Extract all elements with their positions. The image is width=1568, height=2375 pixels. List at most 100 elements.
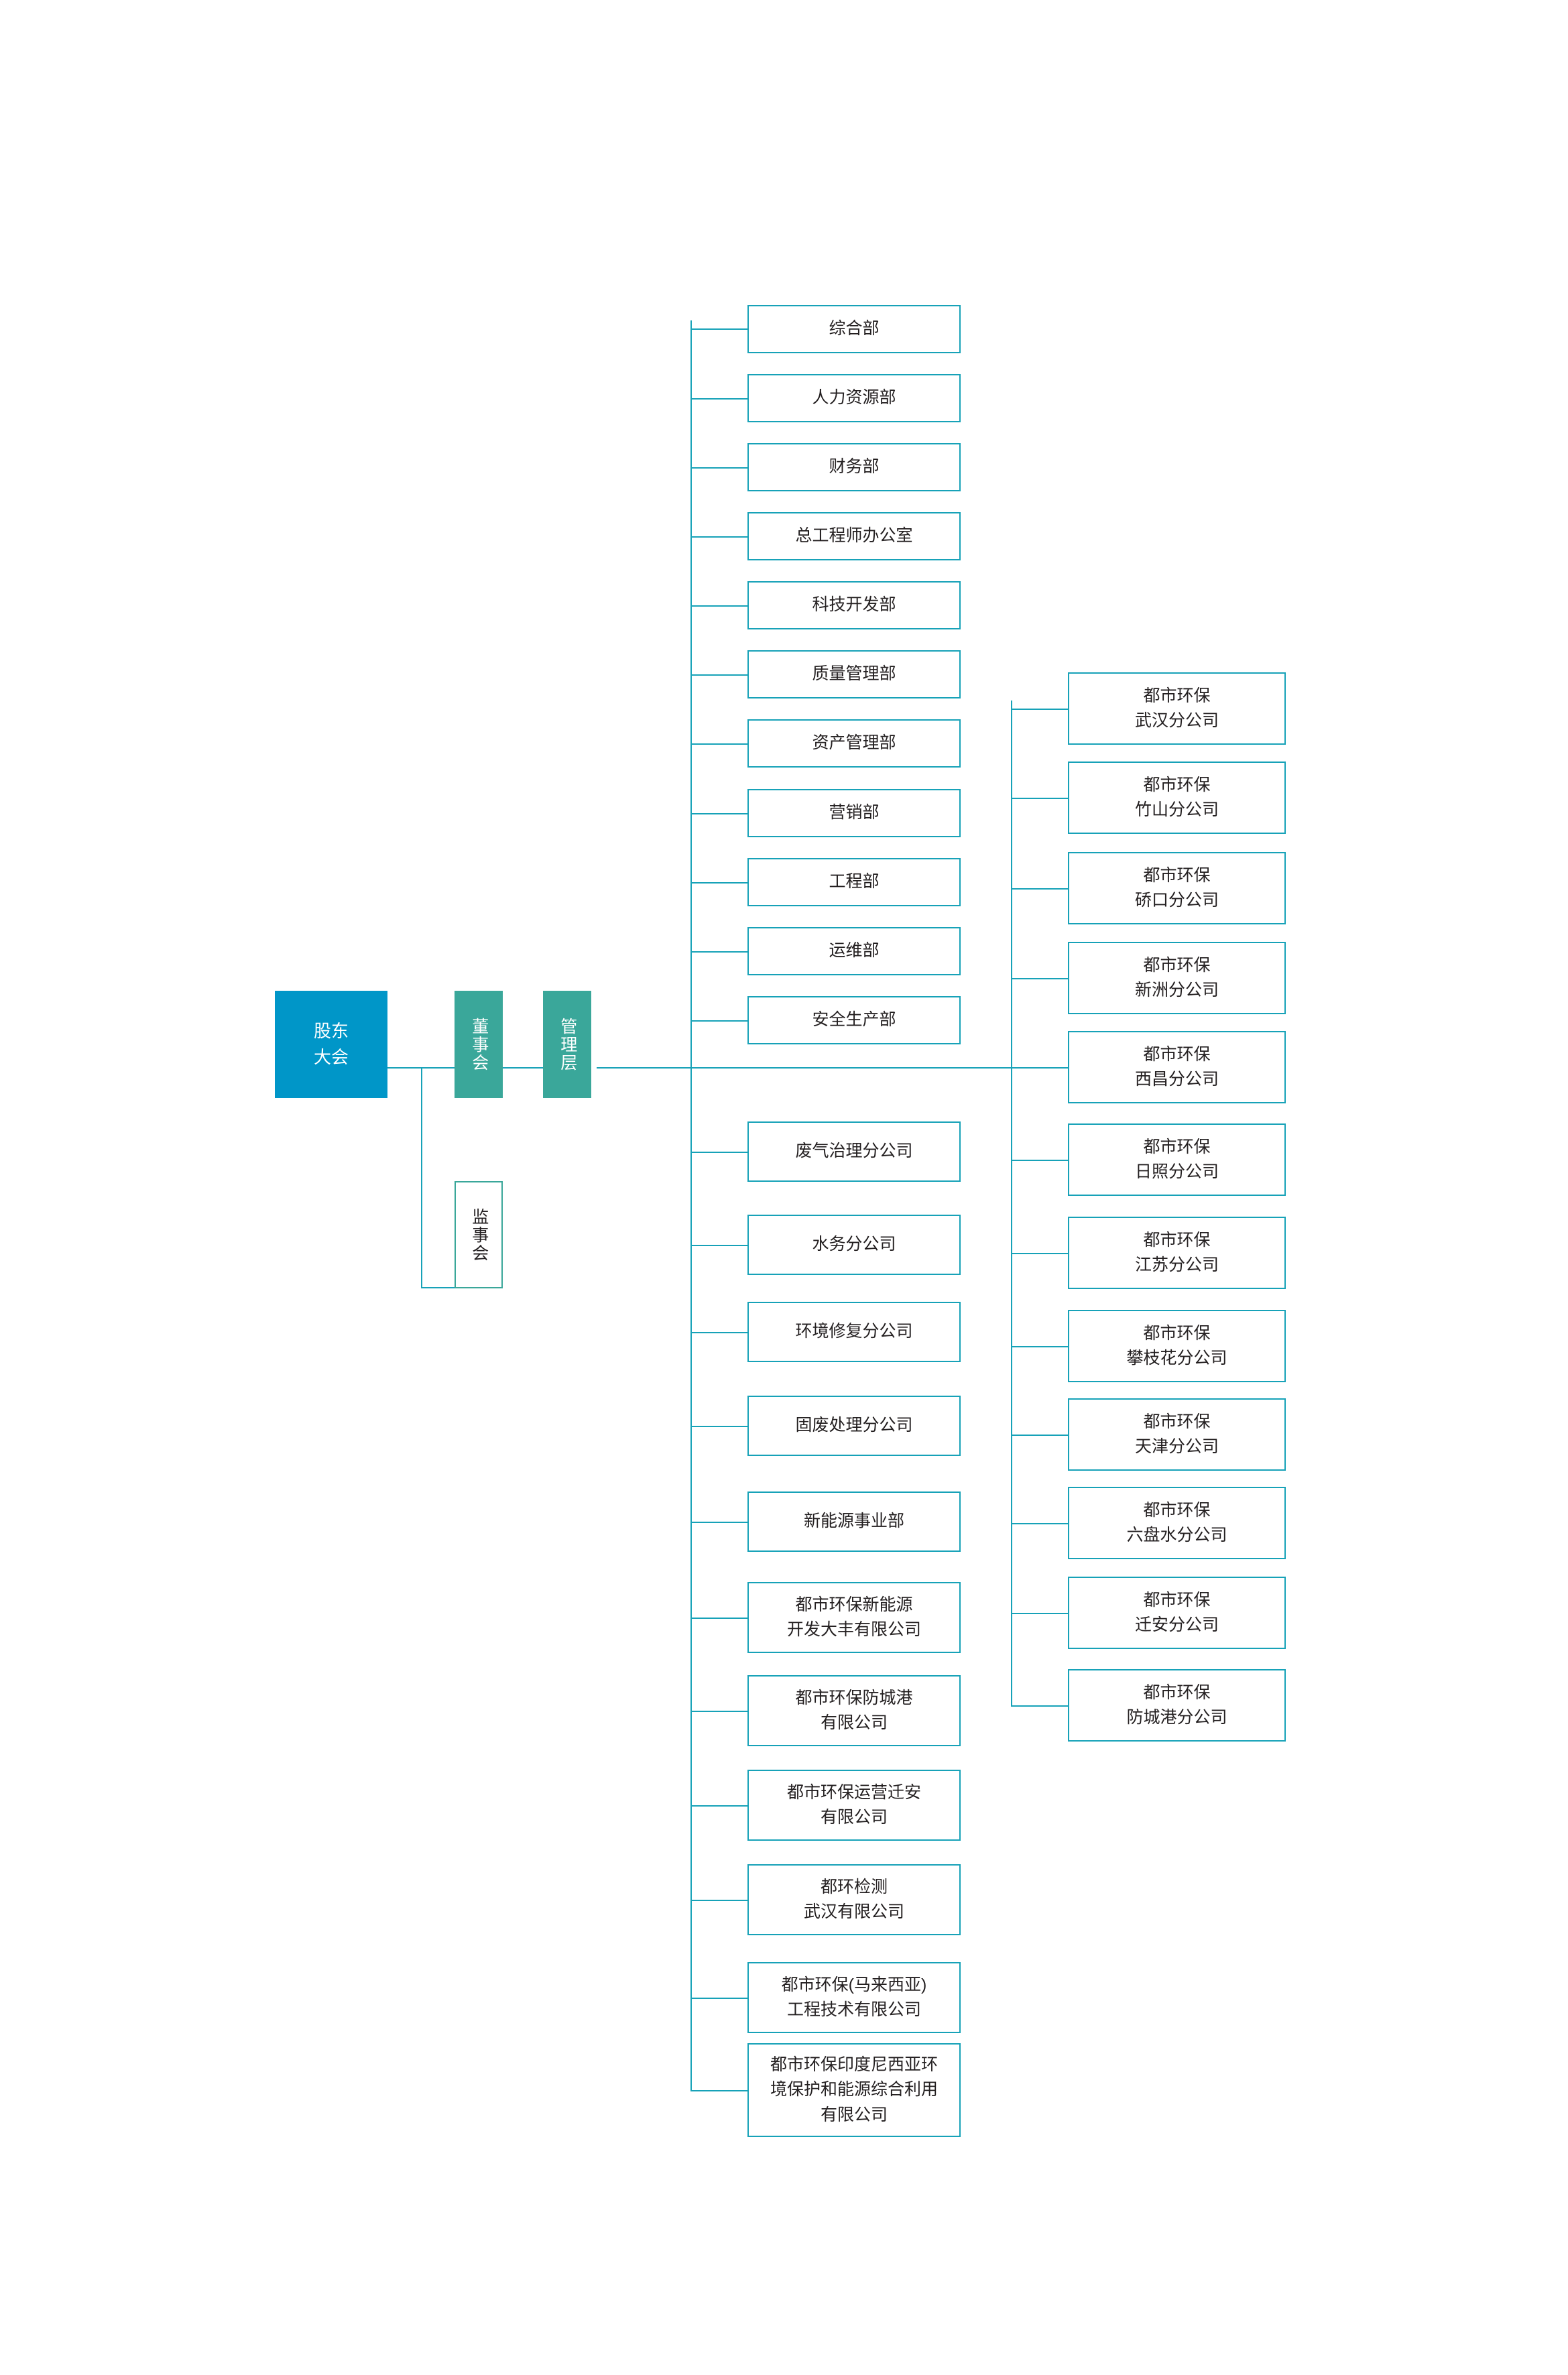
connector-department-7 — [690, 813, 747, 814]
node-label: 监事会 — [469, 1207, 489, 1262]
node-branch-8[interactable]: 都市环保 天津分公司 — [1068, 1398, 1286, 1471]
node-label: 运维部 — [829, 941, 880, 961]
connector-branch-2 — [1011, 888, 1068, 890]
connector-department-3 — [690, 536, 747, 538]
connector-subsidiary-5 — [690, 1618, 747, 1619]
node-department-9[interactable]: 运维部 — [747, 927, 961, 975]
node-label: 都市环保 新洲分公司 — [1134, 955, 1219, 1000]
node-department-2[interactable]: 财务部 — [747, 443, 961, 491]
node-branch-6[interactable]: 都市环保 江苏分公司 — [1068, 1217, 1286, 1289]
node-label: 股东 大会 — [313, 1021, 349, 1067]
node-label: 废气治理分公司 — [795, 1142, 913, 1161]
node-subsidiary-0[interactable]: 废气治理分公司 — [747, 1121, 961, 1182]
node-branch-0[interactable]: 都市环保 武汉分公司 — [1068, 672, 1286, 745]
node-department-10[interactable]: 安全生产部 — [747, 996, 961, 1044]
node-label: 都市环保防城港 有限公司 — [795, 1688, 913, 1733]
connector-department-8 — [690, 882, 747, 884]
node-subsidiary-1[interactable]: 水务分公司 — [747, 1215, 961, 1275]
node-label: 都市环保 武汉分公司 — [1134, 686, 1219, 731]
node-subsidiary-2[interactable]: 环境修复分公司 — [747, 1302, 961, 1362]
connector-subsidiary-9 — [690, 1998, 747, 1999]
connector-department-6 — [690, 743, 747, 745]
connector-subsidiary-0 — [690, 1152, 747, 1153]
node-branch-3[interactable]: 都市环保 新洲分公司 — [1068, 942, 1286, 1014]
node-branch-7[interactable]: 都市环保 攀枝花分公司 — [1068, 1310, 1286, 1382]
node-subsidiary-4[interactable]: 新能源事业部 — [747, 1491, 961, 1552]
node-department-1[interactable]: 人力资源部 — [747, 374, 961, 422]
connector-branch-6 — [1011, 1253, 1068, 1254]
connector-branch-7 — [1011, 1346, 1068, 1347]
node-board-of-directors[interactable]: 董事会 — [455, 991, 503, 1098]
connector-subsidiary-6 — [690, 1711, 747, 1712]
node-department-3[interactable]: 总工程师办公室 — [747, 512, 961, 560]
node-label: 管理层 — [558, 1017, 577, 1072]
node-department-0[interactable]: 综合部 — [747, 305, 961, 353]
connector-subsidiary-spine — [690, 1067, 692, 2090]
connector-department-5 — [690, 674, 747, 676]
node-label: 新能源事业部 — [803, 1512, 904, 1531]
node-label: 环境修复分公司 — [795, 1322, 913, 1341]
connector-board-management — [503, 1067, 543, 1069]
node-label: 资产管理部 — [812, 733, 896, 753]
node-shareholders-assembly[interactable]: 股东 大会 — [275, 991, 387, 1098]
connector-subsidiary-1 — [690, 1245, 747, 1246]
node-label: 都市环保 天津分公司 — [1134, 1412, 1219, 1457]
node-label: 都市环保印度尼西亚环 境保护和能源综合利用 有限公司 — [770, 2055, 938, 2124]
node-label: 都市环保 六盘水分公司 — [1126, 1500, 1227, 1545]
node-branch-4[interactable]: 都市环保 西昌分公司 — [1068, 1031, 1286, 1103]
node-department-6[interactable]: 资产管理部 — [747, 719, 961, 768]
node-branch-11[interactable]: 都市环保 防城港分公司 — [1068, 1669, 1286, 1742]
node-label: 人力资源部 — [812, 388, 896, 408]
node-label: 都市环保 迁安分公司 — [1134, 1590, 1219, 1635]
node-branch-9[interactable]: 都市环保 六盘水分公司 — [1068, 1487, 1286, 1559]
node-label: 综合部 — [829, 319, 880, 339]
node-label: 总工程师办公室 — [795, 526, 913, 546]
connector-branch-5 — [1011, 1160, 1068, 1161]
connector-department-9 — [690, 951, 747, 953]
connector-department-spine — [690, 320, 692, 1069]
connector-department-10 — [690, 1020, 747, 1022]
node-label: 都市环保运营迁安 有限公司 — [786, 1782, 921, 1827]
node-department-5[interactable]: 质量管理部 — [747, 650, 961, 698]
node-label: 工程部 — [829, 872, 880, 892]
node-label: 都市环保(马来西亚) 工程技术有限公司 — [781, 1975, 927, 2020]
node-label: 质量管理部 — [812, 664, 896, 684]
node-label: 都市环保 江苏分公司 — [1134, 1230, 1219, 1275]
node-label: 安全生产部 — [812, 1010, 896, 1030]
node-label: 董事会 — [469, 1017, 489, 1072]
connector-department-4 — [690, 605, 747, 607]
node-label: 都市环保 防城港分公司 — [1126, 1683, 1227, 1727]
node-subsidiary-9[interactable]: 都市环保(马来西亚) 工程技术有限公司 — [747, 1962, 961, 2033]
connector-subsidiary-8 — [690, 1900, 747, 1901]
connector-branch-10 — [1011, 1613, 1068, 1614]
node-management-layer[interactable]: 管理层 — [543, 991, 591, 1098]
node-subsidiary-6[interactable]: 都市环保防城港 有限公司 — [747, 1675, 961, 1746]
connector-subsidiary-3 — [690, 1426, 747, 1427]
connector-supervisors — [421, 1287, 455, 1288]
connector-branch-9 — [1011, 1523, 1068, 1524]
node-branch-10[interactable]: 都市环保 迁安分公司 — [1068, 1577, 1286, 1649]
node-branch-1[interactable]: 都市环保 竹山分公司 — [1068, 762, 1286, 834]
connector-subsidiary-7 — [690, 1805, 747, 1807]
connector-subsidiary-4 — [690, 1522, 747, 1523]
connector-branch-spine — [1011, 701, 1012, 1706]
node-department-4[interactable]: 科技开发部 — [747, 581, 961, 629]
connector-branch-3 — [1011, 978, 1068, 979]
node-subsidiary-5[interactable]: 都市环保新能源 开发大丰有限公司 — [747, 1582, 961, 1653]
node-subsidiary-7[interactable]: 都市环保运营迁安 有限公司 — [747, 1770, 961, 1841]
node-label: 都市环保 西昌分公司 — [1134, 1044, 1219, 1089]
connector-subsidiary-10 — [690, 2090, 747, 2091]
node-branch-5[interactable]: 都市环保 日照分公司 — [1068, 1123, 1286, 1196]
node-label: 都市环保 竹山分公司 — [1134, 775, 1219, 820]
node-branch-2[interactable]: 都市环保 硚口分公司 — [1068, 852, 1286, 924]
node-department-7[interactable]: 营销部 — [747, 789, 961, 837]
node-label: 都市环保 攀枝花分公司 — [1126, 1323, 1227, 1368]
node-department-8[interactable]: 工程部 — [747, 858, 961, 906]
node-label: 科技开发部 — [812, 595, 896, 615]
node-board-of-supervisors[interactable]: 监事会 — [455, 1181, 503, 1288]
connector-management-trunk — [597, 1067, 1012, 1069]
connector-department-0 — [690, 328, 747, 330]
node-subsidiary-3[interactable]: 固废处理分公司 — [747, 1396, 961, 1456]
node-subsidiary-10[interactable]: 都市环保印度尼西亚环 境保护和能源综合利用 有限公司 — [747, 2043, 961, 2137]
node-subsidiary-8[interactable]: 都环检测 武汉有限公司 — [747, 1864, 961, 1935]
